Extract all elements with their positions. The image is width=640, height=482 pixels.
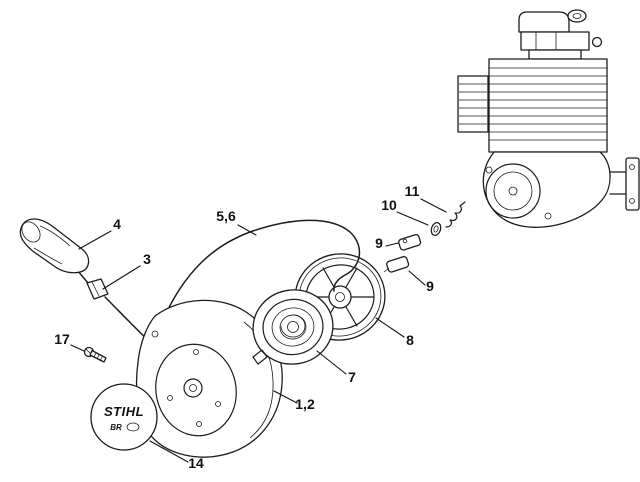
mount-flange — [625, 157, 640, 211]
crankcase-opening — [485, 163, 541, 219]
callout-10: 10 — [381, 197, 397, 213]
callout-labels: 4 3 17 14 5,6 1,2 7 8 9 9 10 11 — [54, 183, 434, 471]
rope-hole — [151, 330, 159, 338]
muffler-fins — [459, 83, 487, 125]
callout-56: 5,6 — [216, 208, 236, 224]
cover-cap: STIHL BR — [90, 383, 158, 451]
leader-17 — [70, 344, 85, 352]
spring-tab — [252, 349, 268, 365]
housing-hub — [183, 378, 203, 398]
muffler — [457, 75, 489, 133]
callout-8: 8 — [406, 332, 414, 348]
spring-spiral — [280, 314, 306, 338]
leader-56 — [237, 224, 257, 236]
crankcase — [482, 151, 611, 228]
crankshaft — [609, 171, 627, 195]
choke-knob — [591, 36, 603, 48]
rewind-spring — [252, 289, 334, 365]
callout-9b: 9 — [426, 278, 434, 294]
spring-clip — [445, 201, 466, 228]
housing-face — [155, 343, 237, 437]
screw-threads — [93, 352, 103, 362]
carburetor — [520, 31, 590, 51]
grip-end-cap — [21, 221, 41, 243]
callout-17: 17 — [54, 331, 70, 347]
callout-12: 1,2 — [295, 396, 315, 412]
washer — [430, 222, 442, 236]
cylinder — [488, 58, 608, 153]
callout-9a: 9 — [375, 235, 383, 251]
leader-9a — [385, 242, 399, 247]
leader-10 — [396, 211, 429, 226]
leader-3 — [102, 265, 141, 290]
cap-logo-oval — [126, 422, 140, 432]
starter-housing — [135, 299, 283, 458]
leader-14 — [149, 440, 189, 463]
cap-model-text: BR — [110, 423, 122, 432]
air-filter-cover — [518, 11, 570, 33]
leader-8 — [375, 317, 405, 338]
leader-9b — [408, 270, 426, 286]
rope-guide — [86, 278, 109, 300]
callout-7: 7 — [348, 369, 356, 385]
callout-11: 11 — [405, 183, 420, 199]
screw — [83, 346, 107, 363]
carb-knob — [567, 9, 587, 23]
starter-grip — [19, 218, 90, 274]
hub — [328, 285, 352, 309]
leader-lines — [70, 198, 447, 463]
callout-3: 3 — [143, 251, 151, 267]
leader-4 — [78, 230, 112, 250]
engine-assembly — [457, 9, 640, 228]
leader-12 — [273, 390, 298, 404]
callout-14: 14 — [188, 455, 204, 471]
leader-7 — [316, 350, 347, 375]
callout-4: 4 — [113, 216, 121, 232]
pawl-upper — [398, 233, 422, 251]
leader-11 — [420, 198, 447, 213]
cap-brand-text: STIHL — [104, 404, 144, 419]
carb-spacer — [528, 49, 582, 60]
pawl-lower — [383, 255, 410, 273]
cylinder-fins — [489, 67, 607, 141]
